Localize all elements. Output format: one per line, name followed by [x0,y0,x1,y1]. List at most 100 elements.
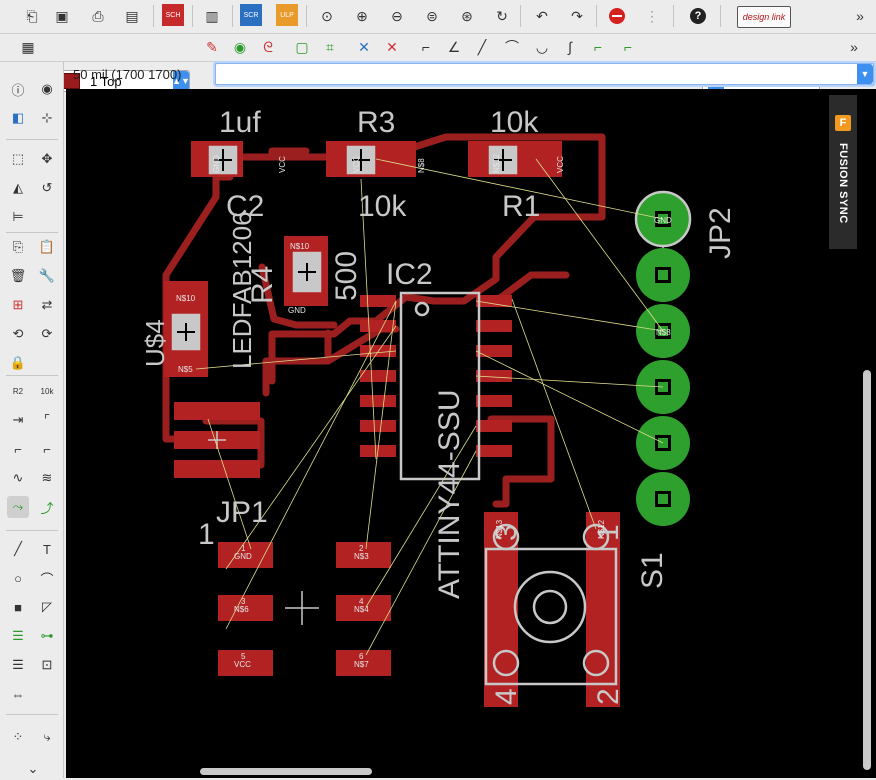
stop-icon[interactable] [605,4,629,28]
rotate-icon[interactable]: ↺ [41,180,53,195]
replace-icon[interactable]: ⇄ [41,297,53,312]
board-canvas[interactable]: 1uf C2 R3 10k 10k R1 IC2 1 JP1 JP2 R4 50… [66,89,876,778]
c2-name-label: C2 [226,190,264,223]
zoom-redraw-icon[interactable]: ⊛ [461,7,473,24]
diff-pair-icon[interactable]: ≋ [41,470,53,485]
bend-s-icon[interactable]: ∫ [568,39,572,55]
display-layers-icon[interactable]: ◧ [11,110,25,125]
undo-icon[interactable]: ↶ [536,7,548,24]
bend-arc2-icon[interactable]: ◡ [535,38,549,55]
attribute-icon[interactable]: ⊡ [41,657,53,672]
bend-arc-icon[interactable]: ⌒ [505,39,519,55]
mirror-icon[interactable]: ◭ [13,180,23,195]
loop-remove-icon[interactable]: ⌗ [326,38,334,55]
text-icon[interactable]: T [43,541,51,557]
polygon-icon[interactable]: ◸ [42,599,52,614]
optimize-icon[interactable]: ⌐ [43,441,51,457]
print-icon[interactable]: ⎙ [92,7,104,24]
align-icon[interactable]: ⊨ [12,209,24,224]
signal-icon[interactable]: ⊶ [40,628,54,643]
go-icon[interactable]: ⋮ [645,7,659,24]
svg-text:N$10: N$10 [176,294,196,303]
route-icon[interactable]: ⤳ [7,496,29,518]
bend-s3-icon[interactable]: ⌐ [623,39,633,55]
svg-text:N$5: N$5 [178,365,193,374]
add-icon[interactable]: ⊞ [12,297,24,312]
airwires [195,158,664,656]
help-icon[interactable]: ? [686,4,710,28]
grid-icon[interactable]: ▦ [21,38,35,55]
paste-icon[interactable]: 📋 [38,239,56,254]
arc-icon[interactable]: ⌒ [40,571,54,587]
layers-icon[interactable]: ☰ [12,657,24,672]
bend-90-icon[interactable]: ⌐ [421,39,431,55]
r4-name-label: R4 [246,266,279,304]
library-icon[interactable]: ▥ [205,7,219,24]
mark-icon[interactable]: ⊹ [41,110,53,125]
circle-icon[interactable]: ○ [14,570,22,586]
pad-labels: GND VCC VCC N$8 N$12 VCC N$10 GND N$10 N… [176,153,672,669]
gateswap-icon[interactable]: ⟳ [41,326,53,341]
svg-text:N$6: N$6 [234,605,249,614]
crossing-icon[interactable]: ✕ [358,38,370,55]
ripup-icon[interactable]: ⤴ [40,500,54,516]
svg-text:N$12: N$12 [492,153,501,173]
zoom-in-icon[interactable]: ⊕ [356,7,368,24]
wire-icon[interactable]: ╱ [14,541,22,556]
wrench-icon[interactable]: 🔧 [38,268,56,283]
info-icon[interactable]: ⓘ [11,82,25,98]
zoom-out-icon[interactable]: ⊖ [391,7,403,24]
svg-text:N$13: N$13 [495,519,504,539]
bend-s2-icon[interactable]: ⌐ [593,39,603,55]
more-icon[interactable]: » [850,39,858,55]
value-icon[interactable]: 10k [40,386,54,396]
delete-icon[interactable]: 🗑 [9,268,27,283]
name-icon[interactable]: R2 [12,386,24,396]
ratsnest-icon[interactable]: ☰ [12,628,24,643]
layer-select-value: 1 Top [90,73,122,89]
redraw-icon[interactable]: ↻ [496,7,508,24]
zoom-select-icon[interactable]: ⊜ [426,7,438,24]
via-icon[interactable]: ◉ [233,38,247,55]
copy-icon[interactable]: ⎘ [12,239,24,254]
c2-value-label: 1uf [219,106,261,139]
zoom-fit-icon[interactable]: ⊙ [321,7,333,24]
crossing-off-icon[interactable]: ✕ [386,38,398,55]
split-icon[interactable]: ⌐ [14,441,22,457]
auto-icon[interactable]: ⤷ [43,729,51,744]
dimension-icon[interactable]: ⇔ [11,686,25,702]
svg-text:6: 6 [359,652,364,661]
sch-brd-icon[interactable]: SCH [162,4,184,26]
scr-icon[interactable]: SCR [240,4,262,26]
cam-icon[interactable]: ▤ [125,7,139,24]
select-icon[interactable]: ⬚ [11,151,25,166]
smash-icon[interactable]: ⇥ [12,412,24,427]
bend-45-icon[interactable]: ∠ [447,38,461,55]
autorouter-icon[interactable]: ⁘ [12,729,24,744]
show-icon[interactable]: ◉ [41,81,53,96]
lock-icon[interactable]: 🔒 [9,355,27,370]
curve-icon[interactable]: ᘓ [263,38,273,55]
fusion-sync-tab[interactable]: F FUSION SYNC [829,95,857,249]
open-icon[interactable]: ⎗ [26,7,38,24]
bend-straight-icon[interactable]: ╱ [477,38,487,55]
meander-icon[interactable]: ∿ [12,470,24,485]
redo-icon[interactable]: ↷ [571,7,583,24]
more-icon[interactable]: » [856,8,864,24]
wire-style-icon[interactable]: ✎ [206,38,218,55]
miter-icon[interactable]: ⌜ [43,412,51,427]
command-input[interactable]: ▼ [215,63,874,85]
save-icon[interactable]: ▣ [55,7,69,24]
svg-text:N$3: N$3 [354,552,369,561]
jp1-4-pad [336,595,391,621]
vertical-scrollbar[interactable] [863,370,871,770]
ulp-icon[interactable]: ULP [276,4,298,26]
rect-icon[interactable]: ■ [14,599,22,615]
expand-icon[interactable]: ⌄ [27,761,39,776]
swap-icon[interactable]: ⟲ [12,326,24,341]
horizontal-scrollbar[interactable] [200,768,372,775]
loop-icon[interactable]: ▢ [295,38,309,55]
move-icon[interactable]: ✥ [41,151,53,166]
svg-text:N$8: N$8 [656,328,671,337]
design-link-button[interactable]: design link [737,6,791,28]
